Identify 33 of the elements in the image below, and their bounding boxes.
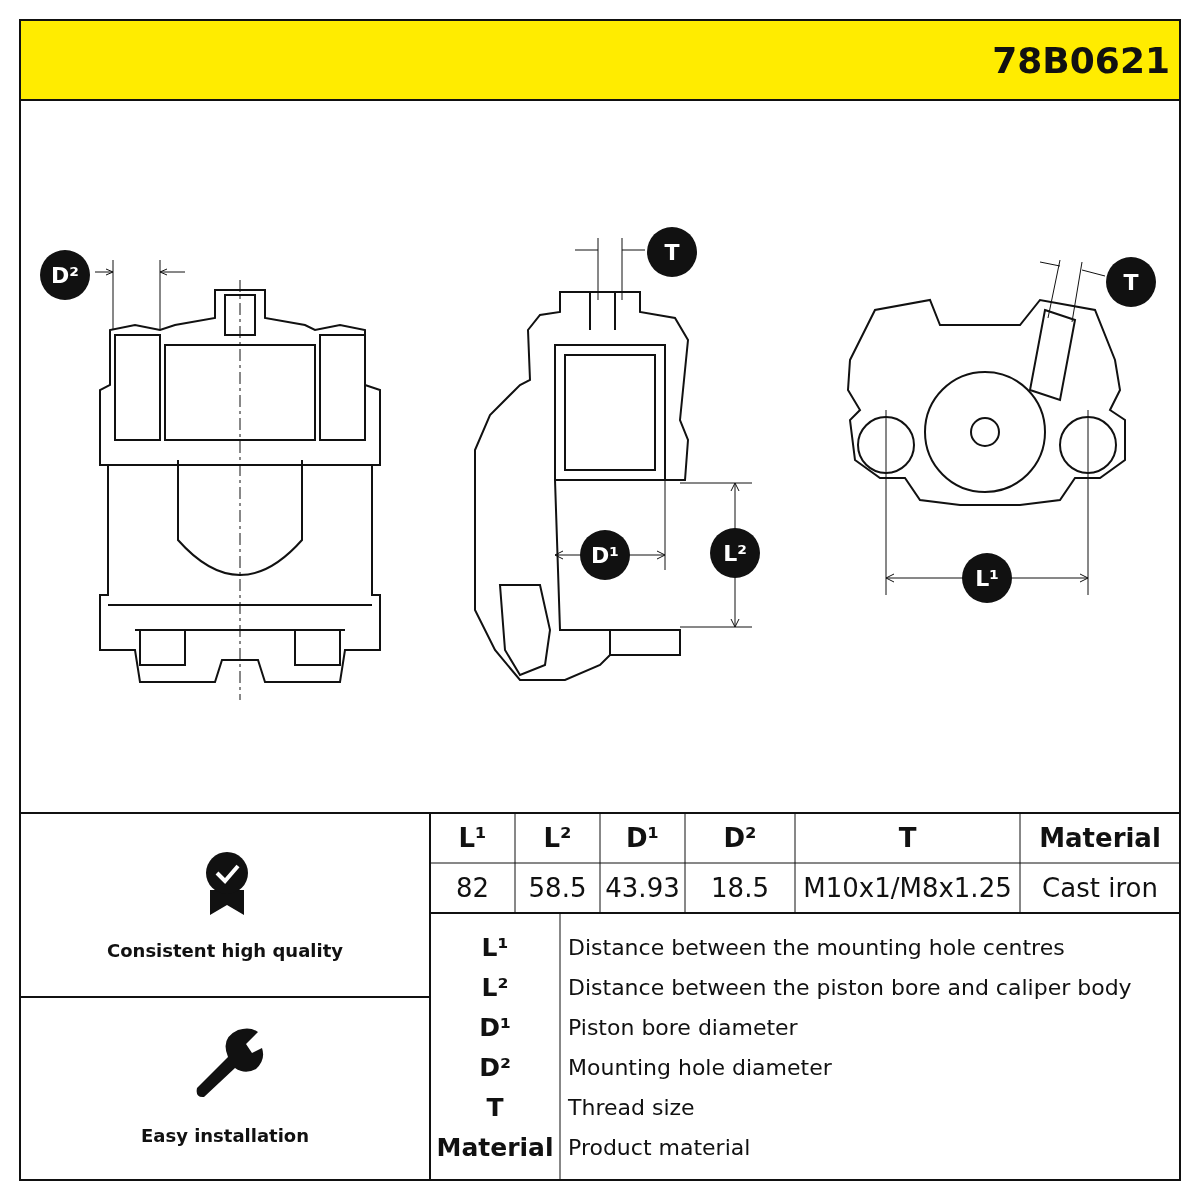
table-cell-text: 43.93 [604, 872, 681, 905]
callout-label: L¹ [962, 553, 1012, 603]
table-header-cell-text: L¹ [457, 822, 488, 855]
callout-label: T [1106, 257, 1156, 307]
definition-cell-text: Thread size [568, 1093, 696, 1122]
definition-cell-text: Distance between the piston bore and caliper body [568, 973, 1133, 1002]
table-cell-text: 82 [454, 872, 491, 905]
symbol-cell-text: L² [480, 971, 510, 1004]
table-cell-text: 58.5 [527, 872, 588, 905]
symbol-cell-text: T [485, 1091, 505, 1124]
table-cell-text: M10x1/M8x1.25 [802, 872, 1013, 905]
table-cell-text: Cast iron [1041, 872, 1159, 905]
table-header-cell-text: L² [542, 822, 573, 855]
feature-caption: Consistent high quality [106, 938, 344, 963]
table-header-cell-text: D² [722, 822, 758, 855]
symbol-cell-text: D² [478, 1051, 512, 1084]
symbol-cell-text: L¹ [480, 931, 510, 964]
feature-caption: Easy installation [139, 1123, 310, 1148]
callout-label: L² [710, 528, 760, 578]
symbol-cell-text: Material [435, 1131, 555, 1164]
table-header-cell-text: Material [1038, 822, 1162, 855]
header-part-number: 78B0621 [991, 38, 1170, 83]
callout-label: D¹ [580, 530, 630, 580]
table-cell-text: 18.5 [710, 872, 770, 905]
table-header-cell-text: T [897, 822, 918, 855]
definition-cell-text: Product material [568, 1133, 752, 1162]
definition-cell-text: Mounting hole diameter [568, 1053, 833, 1082]
definition-cell-text: Distance between the mounting hole centres [568, 933, 1066, 962]
symbol-cell-text: D¹ [478, 1011, 512, 1044]
callout-label: T [647, 227, 697, 277]
definition-cell-text: Piston bore diameter [568, 1013, 799, 1042]
callout-label: D² [40, 250, 90, 300]
table-header-cell-text: D¹ [625, 822, 660, 855]
